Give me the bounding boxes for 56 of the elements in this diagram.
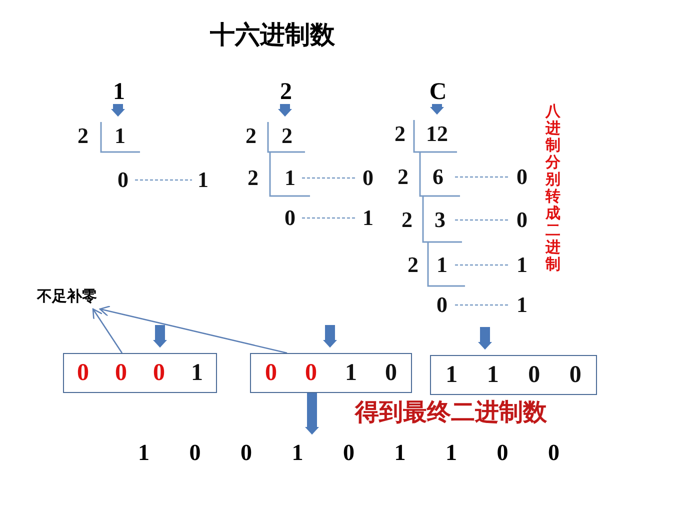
padding-zero: 0 bbox=[115, 360, 127, 386]
remainder-number: 1 bbox=[198, 168, 208, 192]
remainder-number: 0 bbox=[516, 208, 528, 232]
dividend-number: 1 bbox=[114, 124, 126, 148]
binary-digit: 0 bbox=[528, 362, 540, 388]
divisor-number: 2 bbox=[78, 124, 88, 148]
quotient-number: 6 bbox=[432, 165, 444, 189]
quotient-number: 1 bbox=[284, 166, 296, 190]
hex-digit: 2 bbox=[275, 80, 297, 104]
block-arrow bbox=[153, 325, 167, 348]
binary-digit: 1 bbox=[345, 360, 357, 386]
quotient-number: 1 bbox=[436, 253, 448, 277]
binary-group-box bbox=[63, 353, 217, 393]
padding-zero: 0 bbox=[153, 360, 165, 386]
dividend-number: 2 bbox=[282, 124, 292, 148]
note-text: 不足补零 bbox=[37, 287, 97, 306]
hex-digit: C bbox=[427, 80, 449, 104]
title: 十六进制数 bbox=[210, 20, 335, 51]
binary-digit: 0 bbox=[569, 362, 582, 388]
dividend-number: 12 bbox=[426, 122, 448, 146]
binary-result: 1 0 0 1 0 1 1 0 0 bbox=[138, 440, 560, 466]
leader-arrow bbox=[99, 306, 288, 354]
divisor-number: 2 bbox=[408, 253, 418, 277]
binary-digit: 0 bbox=[385, 360, 397, 386]
padding-zero: 0 bbox=[77, 360, 89, 386]
block-arrow bbox=[478, 327, 492, 350]
quotient-number: 0 bbox=[284, 206, 296, 230]
binary-group-box bbox=[430, 355, 597, 395]
divisor-number: 2 bbox=[246, 124, 256, 148]
divisor-number: 2 bbox=[248, 166, 258, 190]
binary-digit: 1 bbox=[191, 360, 203, 386]
block-arrow bbox=[111, 104, 125, 117]
block-arrow bbox=[323, 325, 337, 348]
leader-arrow bbox=[92, 308, 123, 354]
block-arrow bbox=[305, 393, 319, 435]
block-arrow bbox=[430, 104, 444, 115]
remainder-number: 1 bbox=[362, 206, 374, 230]
remainder-number: 0 bbox=[516, 165, 528, 189]
hex-digit: 1 bbox=[108, 80, 130, 104]
divisor-number: 2 bbox=[402, 208, 412, 232]
vertical-note: 八进制分别转成二进制 bbox=[545, 104, 561, 274]
quotient-number: 0 bbox=[436, 293, 448, 317]
quotient-number: 0 bbox=[118, 168, 128, 192]
binary-digit: 1 bbox=[486, 362, 499, 388]
binary-digit: 1 bbox=[446, 362, 458, 388]
divisor-number: 2 bbox=[394, 122, 406, 146]
binary-group-box bbox=[250, 353, 412, 393]
block-arrow bbox=[278, 104, 292, 117]
divisor-number: 2 bbox=[398, 165, 408, 189]
quotient-number: 3 bbox=[434, 208, 446, 232]
remainder-number: 1 bbox=[516, 293, 528, 317]
padding-zero: 0 bbox=[265, 360, 277, 386]
result-caption: 得到最终二进制数 bbox=[355, 398, 547, 428]
remainder-number: 0 bbox=[362, 166, 374, 190]
padding-zero: 0 bbox=[305, 360, 317, 386]
remainder-number: 1 bbox=[516, 253, 528, 277]
